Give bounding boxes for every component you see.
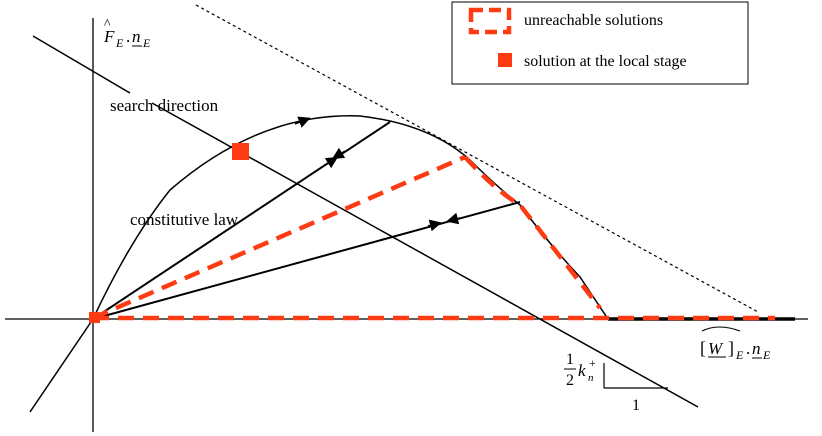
legend-unreachable-swatch [468, 7, 512, 35]
svg-text:n: n [588, 372, 594, 384]
search-direction-line-upper [32, 35, 131, 94]
constitutive-law-curve [29, 115, 790, 413]
svg-text:W: W [708, 339, 724, 358]
svg-text:2: 2 [566, 372, 574, 389]
svg-text:E: E [762, 348, 771, 362]
asymptote-dotted-line [195, 4, 759, 313]
unreachable-dashed-path [92, 154, 775, 321]
x-axis-label: [ W ] E . n E [700, 326, 771, 362]
svg-text:.: . [746, 339, 750, 358]
legend-local-stage-label: solution at the local stage [524, 53, 687, 70]
svg-text:E: E [142, 36, 151, 50]
legend-unreachable-label: unreachable solutions [524, 12, 663, 29]
double-arrow-lower [427, 219, 442, 232]
svg-text:E: E [115, 36, 124, 50]
svg-text:1: 1 [566, 351, 574, 368]
svg-text:^: ^ [104, 17, 111, 32]
double-arrow-upper-2 [331, 147, 346, 160]
svg-text:n: n [132, 27, 141, 46]
origin-marker [89, 312, 100, 323]
legend: unreachable solutions solution at the lo… [451, 1, 749, 85]
y-axis-label: F ^ E . n E [103, 17, 151, 50]
svg-text:]: ] [728, 338, 734, 358]
svg-text:n: n [752, 339, 761, 358]
constitutive-law-label: constitutive law [130, 210, 239, 229]
search-direction-label: search direction [110, 96, 219, 115]
svg-text:[: [ [700, 338, 706, 358]
double-arrow-lower-2 [446, 212, 461, 225]
double-arrow-upper [324, 156, 339, 169]
svg-text:.: . [126, 27, 130, 46]
local-stage-solution-marker [232, 143, 249, 160]
svg-text:+: + [589, 356, 596, 370]
svg-text:F: F [103, 27, 115, 46]
legend-local-stage-swatch [498, 53, 512, 67]
slope-run-label: 1 [632, 397, 640, 414]
slope-label: 1 2 k n + [564, 351, 596, 389]
svg-text:E: E [735, 348, 744, 362]
svg-text:k: k [578, 361, 586, 380]
curve-arrow-1 [294, 116, 311, 128]
